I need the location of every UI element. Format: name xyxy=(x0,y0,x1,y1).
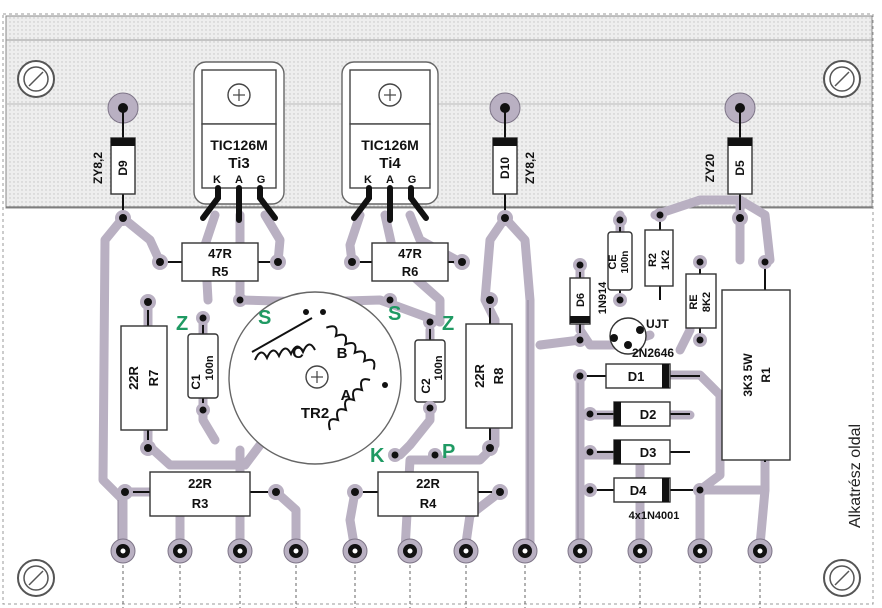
ce-name: CE xyxy=(607,254,619,269)
d9-value: ZY8,2 xyxy=(91,152,105,184)
zener-d9: D9 ZY8,2 xyxy=(91,92,139,226)
r3-value: 22R xyxy=(188,476,212,491)
ti3-pin-a: A xyxy=(235,174,243,186)
diode-d4: D4 xyxy=(583,477,707,503)
d10-value: ZY8,2 xyxy=(523,152,537,184)
zener-d5: D5 ZY20 xyxy=(703,92,756,226)
d5-value: ZY20 xyxy=(703,153,717,182)
winding-b-coil xyxy=(325,325,376,370)
winding-c-coil xyxy=(251,317,316,361)
diode-d6: D6 1N914 xyxy=(569,258,609,347)
ti3-part-label: TIC126M xyxy=(210,137,268,153)
winding-c-label: C xyxy=(292,345,304,362)
winding-a-coil xyxy=(328,378,371,431)
capacitor-ce: CE 100n xyxy=(607,213,633,307)
d4-label: D4 xyxy=(630,483,647,498)
r2-value: 1K2 xyxy=(660,250,672,270)
ujt-name: UJT xyxy=(646,317,669,331)
d3-label: D3 xyxy=(640,445,657,460)
d9-name: D9 xyxy=(116,160,130,176)
diode-d3: D3 xyxy=(583,439,690,465)
mounting-hole-bottom-right xyxy=(823,559,861,597)
rectifier-note: 4x1N4001 xyxy=(629,510,680,522)
resistor-r4: 22R R4 xyxy=(347,471,508,517)
r7-name: R7 xyxy=(146,370,161,387)
resistor-re: RE 8K2 xyxy=(685,255,717,347)
diode-d1: D1 xyxy=(573,363,700,389)
r8-value: 22R xyxy=(472,363,487,387)
d5-name: D5 xyxy=(733,160,747,176)
ti4-part-label: TIC126M xyxy=(361,137,419,153)
terminal-z-left-mark: Z xyxy=(176,313,188,335)
r4-value: 22R xyxy=(416,476,440,491)
r5-name: R5 xyxy=(212,264,229,279)
r1-value: 3K3 5W xyxy=(741,353,755,397)
resistor-r5: 47R R5 xyxy=(152,242,286,282)
terminal-s-right-mark: S xyxy=(388,303,401,325)
ti4-pin-k: K xyxy=(364,174,372,186)
capacitor-c2: C2 100n xyxy=(414,315,446,415)
terminal-p-mark: P xyxy=(442,441,455,463)
r4-name: R4 xyxy=(420,496,437,511)
r6-name: R6 xyxy=(402,264,419,279)
re-value: 8K2 xyxy=(701,292,713,312)
re-name: RE xyxy=(688,294,700,309)
r5-value: 47R xyxy=(208,246,232,261)
terminal-s-left-mark: S xyxy=(258,307,271,329)
mounting-hole-bottom-left xyxy=(17,559,55,597)
ti4-pin-g: G xyxy=(408,174,417,186)
d10-name: D10 xyxy=(498,157,512,179)
transformer-tr2: C B A TR2 xyxy=(228,291,442,465)
capacitor-c1: C1 100n xyxy=(187,311,219,417)
ti3-name-label: Ti3 xyxy=(228,155,249,172)
terminal-k-mark: K xyxy=(370,445,385,467)
transformer-name: TR2 xyxy=(301,405,329,422)
d2-label: D2 xyxy=(640,407,657,422)
d6-name: D6 xyxy=(575,293,587,307)
side-label: Alkatrész oldal xyxy=(847,424,864,528)
resistor-r3: 22R R3 xyxy=(117,471,284,517)
r8-name: R8 xyxy=(491,368,506,385)
winding-a-label: A xyxy=(341,387,352,404)
ti3-pin-k: K xyxy=(213,174,221,186)
winding-b-label: B xyxy=(337,345,348,362)
resistor-r2: R2 1K2 xyxy=(644,208,674,300)
ujt-2n2646: UJT 2N2646 xyxy=(609,317,674,360)
r7-value: 22R xyxy=(126,365,141,389)
d1-label: D1 xyxy=(628,369,645,384)
c1-value: 100n xyxy=(204,355,216,380)
d6-value: 1N914 xyxy=(597,281,609,314)
transistor-ti4: TIC126M Ti4 K A G xyxy=(341,61,439,223)
terminal-z-right-mark: Z xyxy=(442,313,454,335)
c2-name: C2 xyxy=(419,378,433,394)
mounting-hole-top-left xyxy=(17,60,55,98)
diode-d2: D2 xyxy=(583,401,690,427)
resistor-r8: 22R R8 xyxy=(465,292,513,456)
c1-name: C1 xyxy=(189,374,203,390)
ti4-pin-a: A xyxy=(386,174,394,186)
resistor-r7: 22R R7 xyxy=(120,294,168,456)
resistor-r1: 3K3 5W R1 xyxy=(721,255,791,462)
c2-value: 100n xyxy=(433,355,445,380)
zener-d10: D10 ZY8,2 xyxy=(489,92,537,226)
ti4-name-label: Ti4 xyxy=(379,155,401,172)
r2-name: R2 xyxy=(647,253,659,267)
rectifier-diodes: D1 D2 D3 D4 4x1N4001 xyxy=(573,363,707,522)
r3-name: R3 xyxy=(192,496,209,511)
r6-value: 47R xyxy=(398,246,422,261)
mounting-hole-top-right xyxy=(823,60,861,98)
ujt-part: 2N2646 xyxy=(632,346,674,360)
connector-pads xyxy=(110,538,773,608)
r1-name: R1 xyxy=(759,367,773,383)
ti3-pin-g: G xyxy=(257,174,266,186)
resistor-r6: 47R R6 xyxy=(344,242,470,282)
transistor-ti3: TIC126M Ti3 K A G xyxy=(193,61,285,223)
ce-value: 100n xyxy=(620,251,631,274)
